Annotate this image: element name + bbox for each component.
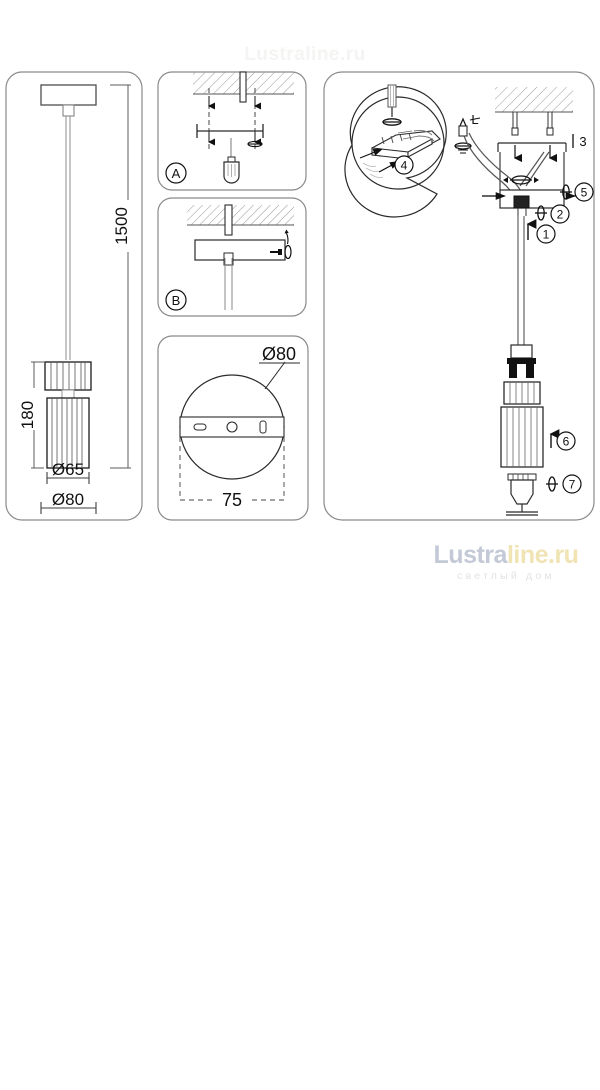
callout-label-2: 2 (557, 208, 564, 222)
callout-label-6: 6 (563, 435, 570, 449)
panel-border-left (5, 71, 143, 521)
collar-ribbed-assembly (503, 381, 541, 405)
mounting-bracket-a (196, 124, 264, 148)
dimension-shade-diameter: Ø65 (46, 460, 90, 484)
set-screw-b (270, 229, 292, 260)
panel-detail-a: A (157, 71, 307, 191)
ceiling-slab-assembly (495, 87, 573, 136)
panel-border-right (323, 71, 595, 521)
panel-detail-b: B (157, 197, 307, 317)
detail-label-b: B (165, 289, 187, 311)
canopy-section-b (194, 239, 286, 310)
detail-label-a: A (165, 162, 187, 184)
callout-circle-4 (394, 155, 414, 175)
dimension-value-1500: 1500 (112, 207, 131, 245)
dimension-value-75: 75 (222, 490, 242, 510)
canopy-elevation (40, 84, 97, 117)
screwdriver-icon-a (223, 138, 240, 184)
screw-arrows-a (208, 96, 261, 146)
callout-group-1: 1 (526, 219, 556, 244)
callout-group-5: 5 (560, 182, 594, 202)
dimension-value-180: 180 (18, 401, 37, 429)
junction-connector: L (454, 112, 481, 154)
twist-symbol (503, 175, 539, 185)
suspension-cable (65, 116, 71, 360)
dimension-value-d65: Ø65 (52, 460, 84, 479)
canopy-plate-assembly (482, 189, 582, 216)
detail-label-b-text: B (172, 293, 181, 308)
callout-label-3: 3 (579, 134, 586, 149)
callout-label-7: 7 (569, 478, 576, 492)
assembly-cable (517, 216, 525, 345)
lamp-body-elevation (44, 361, 92, 469)
callout-group-2: 2 (535, 204, 570, 224)
dimension-shade-height: 180 (18, 361, 44, 469)
leader-canopy-diameter: Ø80 (259, 344, 300, 390)
technical-drawing-sheet: 1500 180 Ø65 Ø80 (5, 71, 595, 521)
bracket-strip-plan (179, 416, 285, 438)
ceiling-slab-b (187, 204, 294, 236)
dimension-value-d80-left: Ø80 (52, 490, 84, 509)
lamp-body-assembly: 6 (500, 406, 576, 468)
dimension-canopy-diameter-left: Ø80 (40, 490, 97, 514)
wire-strands-detail (362, 162, 384, 178)
insertion-arrows-detail (359, 148, 400, 173)
panel-border-b (157, 197, 307, 317)
dimension-value-d80-plan: Ø80 (262, 344, 296, 364)
ceiling-slab-a (193, 71, 294, 103)
callout-label-1: 1 (543, 228, 550, 242)
screwdriver-icon-detail (382, 84, 402, 126)
panel-overall-dimensions: 1500 180 Ø65 Ø80 (5, 71, 143, 521)
dimension-total-drop: 1500 (110, 84, 131, 469)
panel-canopy-plan: Ø80 75 (157, 335, 309, 521)
dimension-bracket-width: 75 (179, 437, 285, 510)
detail-magnifier-4: 4 (344, 84, 447, 218)
lamp-holder-assembly (507, 344, 536, 378)
bulb-assembly: 7 (506, 473, 582, 516)
detail-label-a-text: A (172, 166, 181, 181)
callout-label-5: 5 (581, 186, 588, 200)
panel-assembly: 4 L (323, 71, 595, 521)
panel-border-plan (157, 335, 309, 521)
callout-label-4: 4 (401, 159, 408, 173)
